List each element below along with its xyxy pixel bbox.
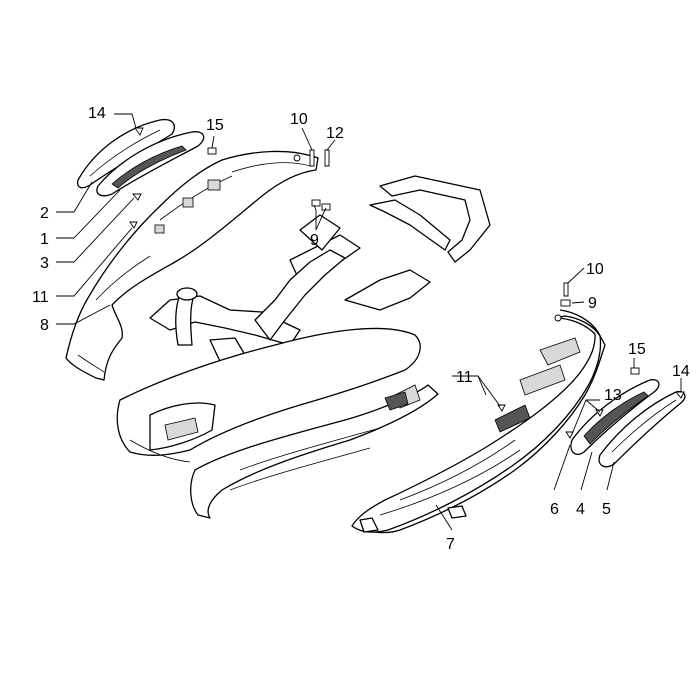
callout-right-4: 4 xyxy=(576,501,585,518)
callout-left-14: 14 xyxy=(88,105,106,122)
callout-top-10: 10 xyxy=(290,111,308,128)
screw-left-14 xyxy=(134,127,144,136)
callout-right-14: 14 xyxy=(672,363,690,380)
callout-left-2: 2 xyxy=(40,205,49,222)
callout-right-15: 15 xyxy=(628,341,646,358)
callout-left-1: 1 xyxy=(40,231,49,248)
callout-top-9: 9 xyxy=(310,232,319,249)
screw-right-14 xyxy=(675,391,685,399)
left-trim-cover xyxy=(76,118,175,189)
callout-top-12: 12 xyxy=(326,125,344,142)
screw-right-10 xyxy=(563,282,569,297)
callout-left-15: 15 xyxy=(206,117,224,134)
callout-labels: 14 15 2 1 3 11 8 10 12 9 10 9 11 13 15 1… xyxy=(32,105,690,553)
nut-left-15 xyxy=(207,147,217,155)
callout-right-9: 9 xyxy=(588,295,597,312)
callout-left-11: 11 xyxy=(32,289,49,306)
screw-right-13a xyxy=(565,431,574,439)
clip-top-9a xyxy=(311,199,321,207)
screw-left-1 xyxy=(132,193,142,201)
screw-top-12 xyxy=(324,149,330,167)
callout-right-13: 13 xyxy=(604,387,622,404)
right-grille xyxy=(570,379,660,455)
callout-left-8: 8 xyxy=(40,317,49,334)
left-grille xyxy=(96,131,205,197)
floor-tunnel xyxy=(116,327,439,519)
nut-right-15 xyxy=(630,367,640,375)
screw-left-3 xyxy=(129,221,138,229)
callout-right-7: 7 xyxy=(446,536,455,553)
clip-right-9 xyxy=(560,299,571,307)
callout-left-3: 3 xyxy=(40,255,49,272)
callout-right-11: 11 xyxy=(456,369,473,386)
right-trim-cover xyxy=(598,390,686,468)
left-side-panel xyxy=(65,150,319,381)
callout-right-5: 5 xyxy=(602,501,611,518)
screw-top-10 xyxy=(309,149,315,167)
callout-right-6: 6 xyxy=(550,501,559,518)
screw-right-13b xyxy=(595,409,604,417)
screw-right-11 xyxy=(497,404,506,412)
clip-top-9b xyxy=(321,203,331,211)
callout-right-10: 10 xyxy=(586,261,604,278)
right-side-panel xyxy=(351,309,606,534)
fasteners xyxy=(129,127,685,439)
leader-lines xyxy=(56,113,682,531)
